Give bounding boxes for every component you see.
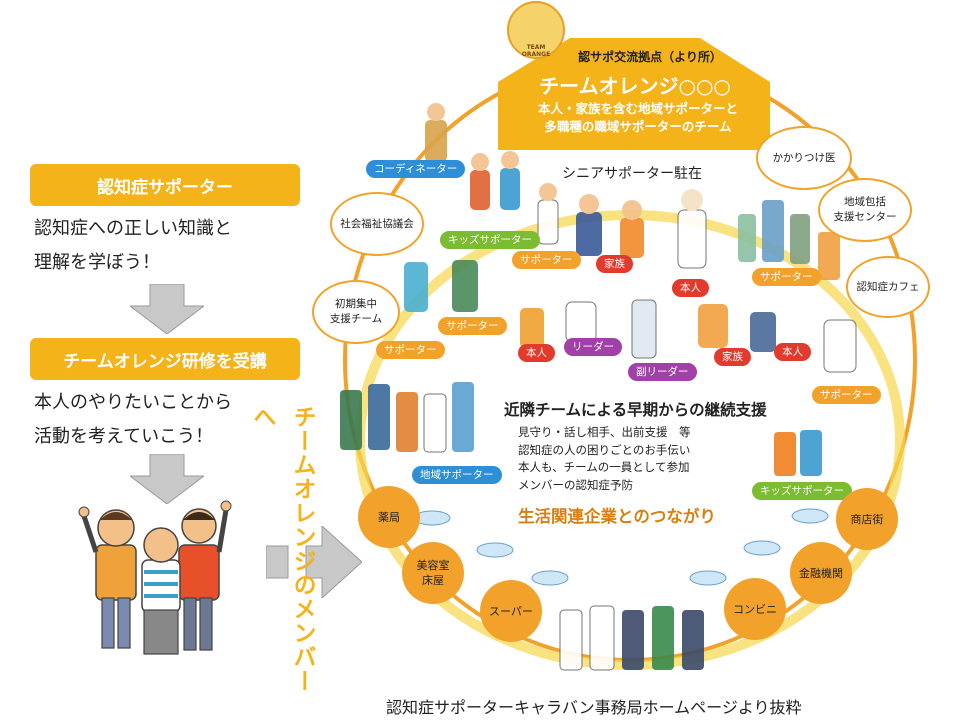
step2-title: チームオレンジ研修を受講 bbox=[63, 351, 267, 372]
support-item-1: 見守り・話し相手、出前支援 等 bbox=[518, 425, 691, 439]
label-kids-2: キッズサポーター bbox=[752, 482, 852, 500]
step1-line1: 認知症への正しい知識と bbox=[34, 218, 232, 239]
roof-subtitle: 本人・家族を含む地域サポーターと 多職種の職域サポーターのチーム bbox=[508, 100, 768, 136]
down-arrow-2 bbox=[130, 454, 204, 504]
label-family-2: 家族 bbox=[714, 348, 751, 366]
right-arrow bbox=[266, 526, 362, 598]
people-group-illustration bbox=[78, 500, 232, 655]
vertical-title: チームオレンジのメンバーへ bbox=[249, 405, 315, 693]
org-shakyo: 社会福祉協議会 bbox=[330, 192, 424, 256]
support-title: 近隣チームによる早期からの継続支援 bbox=[504, 401, 767, 419]
org-cafe: 認知症カフェ bbox=[846, 256, 930, 318]
org-chiiki: 地域包括 支援センター bbox=[818, 178, 912, 242]
label-kids-1: キッズサポーター bbox=[440, 231, 540, 249]
step1-title: 認知症サポーター bbox=[97, 177, 233, 198]
label-supporter-3: サポーター bbox=[438, 317, 507, 335]
biz-super: スーパー bbox=[480, 580, 542, 642]
business-title: 生活関連企業とのつながり bbox=[518, 507, 716, 526]
org-shoki-line1: 初期集中 bbox=[335, 298, 377, 310]
biz-super-label: スーパー bbox=[489, 604, 533, 618]
biz-shops: 商店街 bbox=[836, 488, 898, 550]
roof-sub2: 多職種の職域サポーターのチーム bbox=[544, 119, 732, 134]
label-leader: リーダー bbox=[564, 338, 622, 356]
label-honnin-2: 本人 bbox=[518, 344, 555, 362]
source-caption: 認知症サポーターキャラバン事務局ホームページより抜粋 bbox=[386, 698, 802, 717]
step1-box: 認知症サポーター bbox=[30, 164, 300, 206]
support-item-4: メンバーの認知症予防 bbox=[518, 477, 633, 492]
label-regional: 地域サポーター bbox=[412, 466, 502, 484]
org-chiiki-line2: 支援センター bbox=[833, 211, 897, 223]
label-honnin-3: 本人 bbox=[774, 343, 811, 361]
support-item-2: 認知症の人の困りごとのお手伝い bbox=[518, 442, 691, 457]
support-list: 見守り・話し相手、出前支援 等 認知症の人の困りごとのお手伝い 本人も、チームの… bbox=[518, 424, 691, 494]
people-figures bbox=[340, 103, 857, 671]
biz-conveni: コンビニ bbox=[724, 578, 786, 640]
label-honnin-1: 本人 bbox=[672, 279, 709, 297]
biz-shops-label: 商店街 bbox=[850, 512, 884, 526]
step1-line2: 理解を学ぼう！ bbox=[34, 252, 160, 273]
label-sub-leader: 副リーダー bbox=[628, 363, 697, 381]
org-kakaritsuke-label: かかりつけ医 bbox=[772, 151, 836, 164]
org-shoki-label: 初期集中 支援チーム bbox=[330, 297, 382, 327]
biz-salon-label: 美容室 床屋 bbox=[417, 558, 450, 588]
org-shoki: 初期集中 支援チーム bbox=[312, 280, 400, 344]
step1-description: 認知症への正しい知識と 理解を学ぼう！ bbox=[34, 212, 324, 280]
biz-salon-line1: 美容室 bbox=[416, 559, 450, 572]
support-item-3: 本人も、チームの一員として参加 bbox=[518, 460, 690, 474]
step2-description: 本人のやりたいことから 活動を考えていこう！ bbox=[34, 386, 324, 454]
step2-box: チームオレンジ研修を受講 bbox=[30, 338, 300, 380]
step2-line1: 本人のやりたいことから bbox=[34, 392, 232, 413]
org-cafe-label: 認知症カフェ bbox=[856, 280, 920, 293]
biz-pharmacy-label: 薬局 bbox=[378, 510, 400, 524]
label-supporter-4: サポーター bbox=[376, 341, 445, 359]
org-shakyo-label: 社会福祉協議会 bbox=[340, 217, 414, 230]
label-family-1: 家族 bbox=[596, 255, 633, 273]
down-arrow-1 bbox=[130, 284, 204, 334]
biz-bank: 金融機関 bbox=[790, 542, 852, 604]
label-supporter-5: サポーター bbox=[812, 386, 881, 404]
biz-pharmacy: 薬局 bbox=[358, 486, 420, 548]
biz-conveni-label: コンビニ bbox=[733, 602, 777, 616]
label-coordinator: コーディネーター bbox=[366, 160, 466, 178]
label-supporter-2: サポーター bbox=[752, 268, 821, 286]
org-chiiki-line1: 地域包括 bbox=[844, 196, 886, 208]
team-orange-diagram bbox=[340, 1, 917, 671]
biz-salon-line2: 床屋 bbox=[422, 574, 444, 587]
roof-sub1: 本人・家族を含む地域サポーターと bbox=[537, 101, 738, 116]
org-chiiki-label: 地域包括 支援センター bbox=[834, 195, 897, 225]
biz-salon: 美容室 床屋 bbox=[402, 542, 464, 604]
label-supporter-1: サポーター bbox=[512, 251, 581, 269]
logo-text: TEAM ORANGE bbox=[521, 44, 551, 58]
roof-top-label: 認サポ交流拠点（より所） bbox=[578, 50, 722, 64]
org-kakaritsuke: かかりつけ医 bbox=[756, 126, 852, 190]
senior-label: シニアサポーター駐在 bbox=[562, 166, 702, 182]
step2-line2: 活動を考えていこう！ bbox=[34, 426, 214, 447]
roof-title: チームオレンジ○○○ bbox=[539, 74, 731, 98]
org-shoki-line2: 支援チーム bbox=[329, 313, 383, 325]
biz-bank-label: 金融機関 bbox=[799, 566, 843, 580]
handshake-icons bbox=[413, 508, 829, 586]
